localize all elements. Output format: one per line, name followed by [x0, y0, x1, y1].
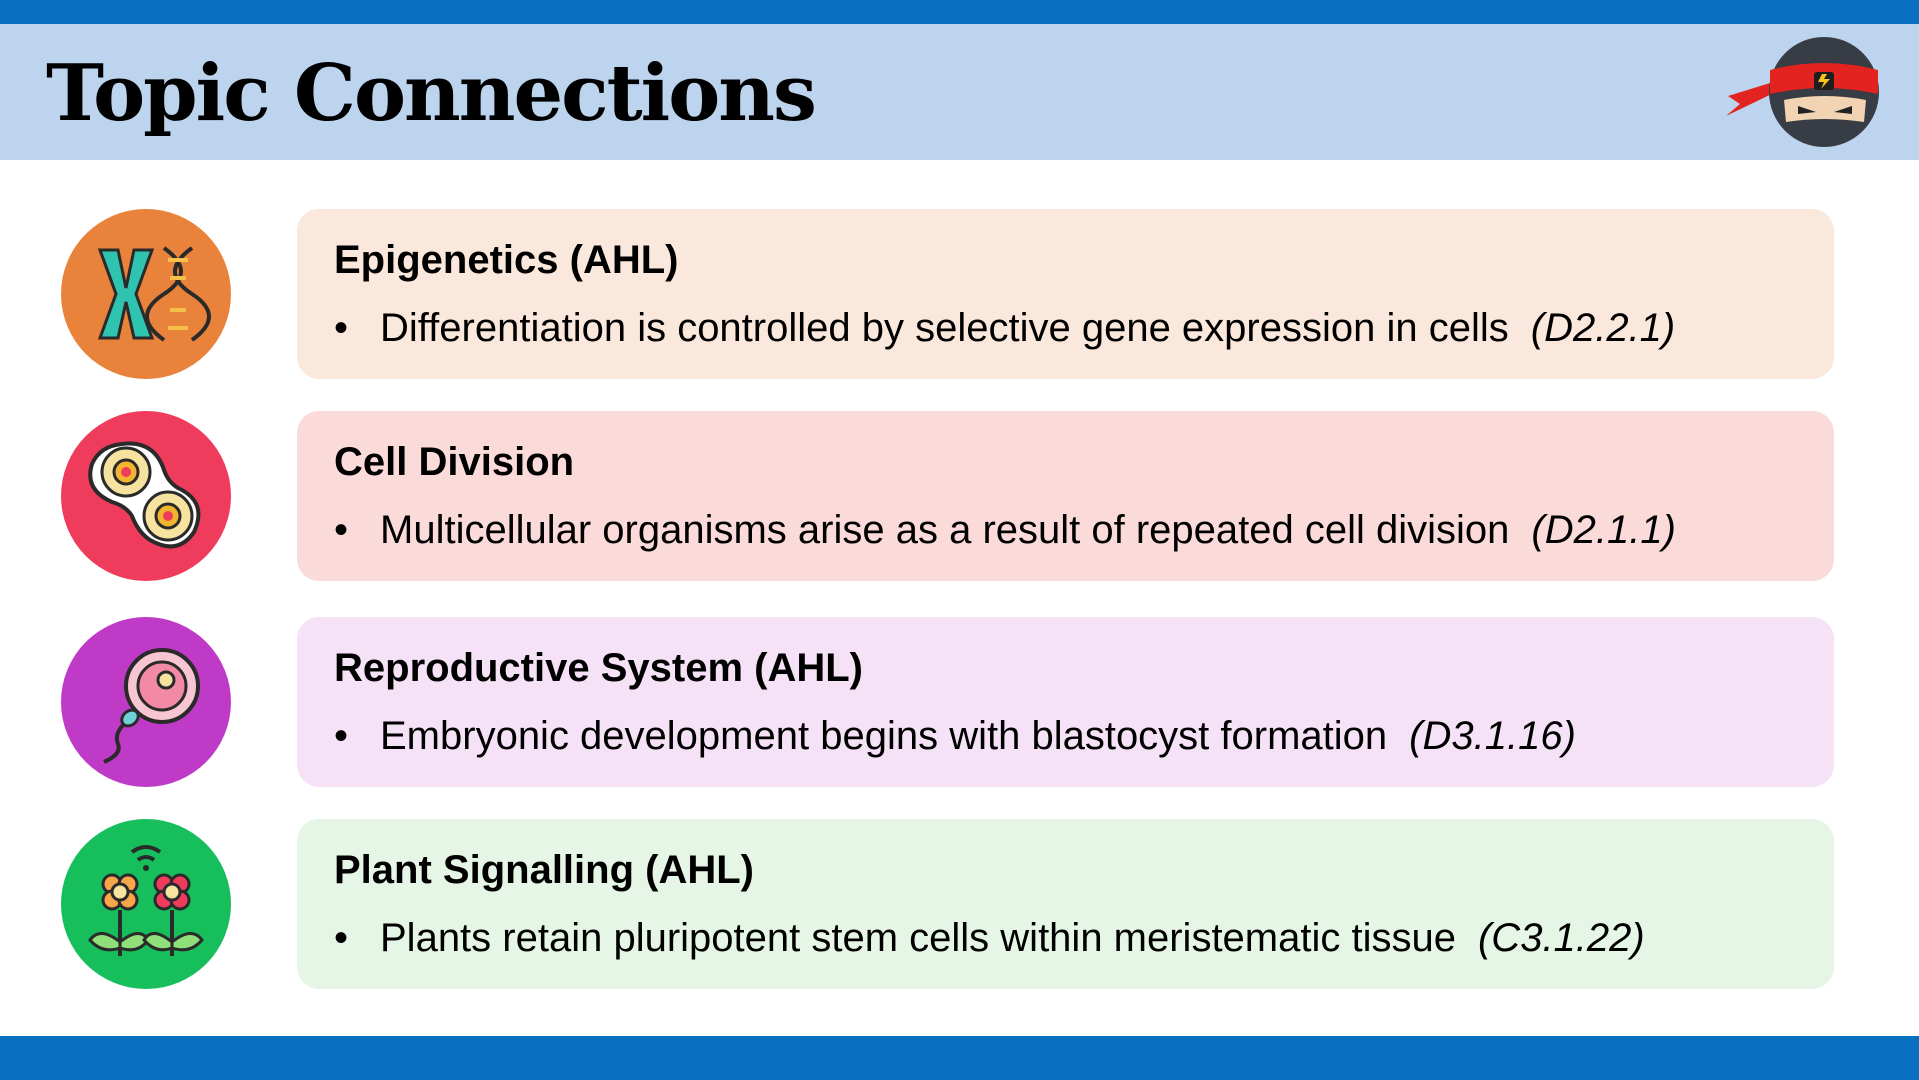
card-bullet: • Multicellular organisms arise as a res…	[334, 505, 1834, 555]
card-bullet: • Embryonic development begins with blas…	[334, 711, 1834, 761]
syllabus-reference: (C3.1.22)	[1477, 916, 1645, 960]
dividing-cell-icon	[60, 410, 232, 582]
bullet-text: Embryonic development begins with blasto…	[380, 714, 1388, 758]
bullet-marker: •	[334, 714, 349, 758]
card-title: Epigenetics (AHL)	[334, 238, 679, 282]
bullet-marker: •	[334, 916, 349, 960]
topic-card-cell-division: Cell Division • Multicellular organisms …	[297, 411, 1834, 581]
syllabus-reference: (D2.1.1)	[1531, 508, 1676, 552]
card-bullet: • Differentiation is controlled by selec…	[334, 303, 1834, 353]
sperm-egg-icon	[60, 616, 232, 788]
bottom-accent-bar	[0, 1036, 1919, 1080]
ninja-logo-icon	[1718, 34, 1880, 154]
topic-card-plant-signalling: Plant Signalling (AHL) • Plants retain p…	[297, 819, 1834, 989]
card-title: Plant Signalling (AHL)	[334, 848, 754, 892]
chromosome-dna-icon	[60, 208, 232, 380]
page-title: Topic Connections	[46, 48, 817, 139]
card-title: Cell Division	[334, 440, 575, 484]
card-title: Reproductive System (AHL)	[334, 646, 863, 690]
bullet-marker: •	[334, 306, 349, 350]
bullet-marker: •	[334, 508, 349, 552]
topic-card-reproductive-system: Reproductive System (AHL) • Embryonic de…	[297, 617, 1834, 787]
syllabus-reference: (D2.2.1)	[1530, 306, 1676, 350]
bullet-text: Differentiation is controlled by selecti…	[380, 306, 1509, 350]
title-band	[0, 24, 1919, 160]
bullet-text: Plants retain pluripotent stem cells wit…	[380, 916, 1456, 960]
bullet-text: Multicellular organisms arise as a resul…	[380, 508, 1510, 552]
topic-card-epigenetics: Epigenetics (AHL) • Differentiation is c…	[297, 209, 1834, 379]
syllabus-reference: (D3.1.16)	[1409, 714, 1576, 758]
flowers-signal-icon	[60, 818, 232, 990]
card-bullet: • Plants retain pluripotent stem cells w…	[334, 913, 1834, 963]
top-accent-bar	[0, 0, 1919, 24]
